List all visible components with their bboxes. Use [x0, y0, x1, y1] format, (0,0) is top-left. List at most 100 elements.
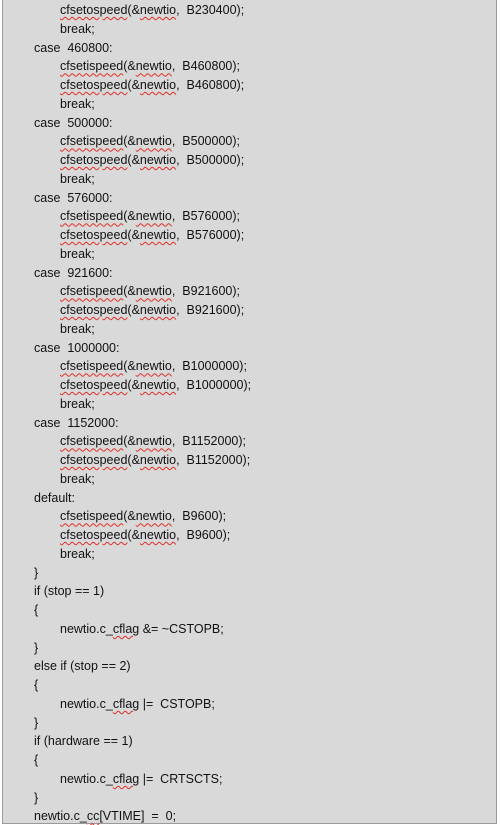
code-token: (&: [127, 78, 140, 92]
code-token: |= CSTOPB;: [139, 696, 215, 711]
code-line: cfsetispeed(&newtio, B921600);: [60, 282, 240, 300]
code-token: (&: [123, 359, 136, 374]
code-token: |= CRTSCTS;: [139, 771, 223, 786]
code-token: break;: [60, 321, 95, 336]
spellcheck-flagged-token: cfsetispeed: [60, 209, 124, 224]
code-token: break;: [60, 546, 95, 561]
code-line: cfsetospeed(&newtio, B1152000);: [60, 451, 250, 469]
code-token: , B921600);: [171, 284, 240, 299]
code-token: break;: [60, 171, 95, 186]
code-token: , B921600);: [176, 303, 245, 317]
code-line: default:: [34, 489, 75, 507]
code-token: , B460800);: [171, 59, 240, 74]
spellcheck-flagged-token: cfsetispeed: [60, 359, 124, 374]
code-token: break;: [60, 96, 95, 111]
spellcheck-flagged-token: newtio: [135, 59, 172, 74]
spellcheck-flagged-token: newtio: [135, 134, 172, 149]
code-token: newtio.c_: [60, 696, 113, 711]
spellcheck-flagged-token: newtio: [135, 284, 172, 299]
code-token: , B500000);: [176, 153, 245, 167]
code-line: case 921600:: [34, 264, 113, 282]
code-token: newtio.c_: [60, 621, 113, 636]
code-token: }: [34, 790, 39, 805]
code-token: (&: [123, 509, 136, 524]
code-line: cfsetispeed(&newtio, B9600);: [60, 507, 226, 525]
code-token: (&: [127, 3, 140, 17]
spellcheck-flagged-token: cfsetospeed: [60, 453, 128, 467]
code-line: }: [34, 639, 38, 657]
spellcheck-flagged-token: newtio: [139, 378, 177, 392]
code-token: (&: [127, 228, 140, 242]
code-line: cfsetispeed(&newtio, B460800);: [60, 57, 240, 75]
spellcheck-flagged-token: cflag: [112, 771, 140, 786]
code-token: , B1000000);: [176, 378, 252, 392]
code-line: {: [34, 676, 38, 694]
code-token: (&: [127, 528, 140, 542]
code-line: }: [34, 789, 38, 807]
code-line: newtio.c_cflag |= CRTSCTS;: [60, 770, 222, 788]
code-line: cfsetispeed(&newtio, B576000);: [60, 207, 240, 225]
spellcheck-flagged-token: cfsetospeed: [60, 153, 128, 167]
code-line: cfsetispeed(&newtio, B500000);: [60, 132, 240, 150]
code-line: if (hardware == 1): [34, 732, 133, 750]
code-token: , B460800);: [176, 78, 245, 92]
code-token: case 500000:: [34, 115, 113, 130]
spellcheck-flagged-token: cfsetospeed: [60, 3, 128, 17]
code-token: newtio.c_: [60, 771, 113, 786]
code-token: , B1000000);: [171, 359, 247, 374]
code-token: [VTIME] = 0;: [99, 809, 177, 824]
code-token: , B1152000);: [171, 434, 247, 449]
code-line: break;: [60, 170, 95, 188]
code-line: cfsetospeed(&newtio, B921600);: [60, 301, 244, 319]
spellcheck-flagged-token: newtio: [139, 528, 177, 542]
code-token: (&: [127, 303, 140, 317]
code-token: &= ~CSTOPB;: [139, 621, 224, 636]
spellcheck-flagged-token: newtio: [139, 453, 177, 467]
spellcheck-flagged-token: cfsetospeed: [60, 228, 128, 242]
code-token: case 460800:: [34, 40, 113, 55]
code-token: }: [34, 565, 39, 580]
code-token: (&: [123, 59, 136, 74]
code-line: cfsetospeed(&newtio, B460800);: [60, 76, 244, 94]
code-token: }: [34, 640, 39, 655]
code-line: {: [34, 751, 38, 769]
spellcheck-flagged-token: newtio: [139, 153, 177, 167]
spellcheck-flagged-token: newtio: [139, 78, 177, 92]
spellcheck-flagged-token: newtio: [139, 3, 177, 17]
code-token: break;: [60, 21, 95, 36]
code-line: break;: [60, 20, 95, 38]
code-line: }: [34, 714, 38, 732]
spellcheck-flagged-token: newtio: [135, 509, 172, 524]
code-token: if (hardware == 1): [34, 734, 133, 749]
code-line: if (stop == 1): [34, 582, 104, 600]
code-token: case 1000000:: [34, 340, 120, 355]
code-token: , B576000);: [176, 228, 245, 242]
code-line: cfsetospeed(&newtio, B576000);: [60, 226, 244, 244]
code-token: , B500000);: [171, 134, 240, 149]
code-line: case 460800:: [34, 39, 113, 57]
code-token: }: [34, 715, 39, 730]
code-token: {: [34, 678, 39, 692]
code-line: break;: [60, 320, 95, 338]
code-token: case 1152000:: [34, 415, 119, 430]
code-token: (&: [123, 284, 136, 299]
spellcheck-flagged-token: cflag: [112, 621, 140, 636]
spellcheck-flagged-token: cfsetospeed: [60, 303, 128, 317]
code-token: break;: [60, 246, 95, 261]
spellcheck-flagged-token: cfsetospeed: [60, 378, 128, 392]
code-token: {: [34, 603, 39, 617]
code-token: {: [34, 753, 39, 767]
code-line: newtio.c_cflag |= CSTOPB;: [60, 695, 215, 713]
code-token: case 921600:: [34, 265, 113, 280]
code-line: break;: [60, 95, 95, 113]
code-line: else if (stop == 2): [34, 657, 131, 675]
code-line: cfsetispeed(&newtio, B1000000);: [60, 357, 247, 375]
spellcheck-flagged-token: cfsetispeed: [60, 284, 124, 299]
spellcheck-flagged-token: cfsetispeed: [60, 434, 124, 449]
code-token: newtio.c_: [34, 809, 87, 824]
code-line: cfsetospeed(&newtio, B9600);: [60, 526, 230, 544]
code-token: break;: [60, 471, 95, 486]
code-token: if (stop == 1): [34, 584, 105, 599]
code-token: (&: [123, 134, 136, 149]
